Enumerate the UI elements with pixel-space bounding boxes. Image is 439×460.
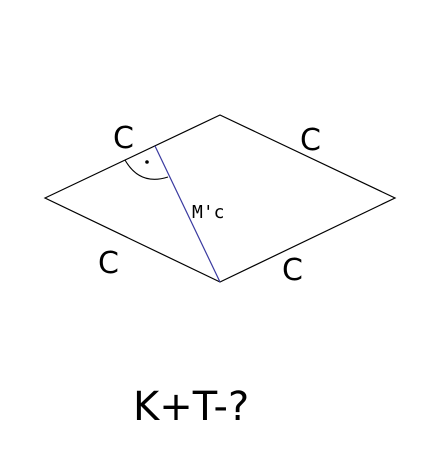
right-angle-arc [124,159,169,180]
question-text: K+T-? [133,384,249,430]
rhombus-outline [43,114,397,283]
side-label-top-left: C [113,121,134,156]
right-angle-dot [145,160,149,164]
side-label-bottom-left: C [98,246,119,281]
side-label-top-right: C [300,123,321,158]
altitude-label: M'c [192,202,225,223]
side-label-bottom-right: C [282,253,303,288]
altitude-line [154,145,221,283]
